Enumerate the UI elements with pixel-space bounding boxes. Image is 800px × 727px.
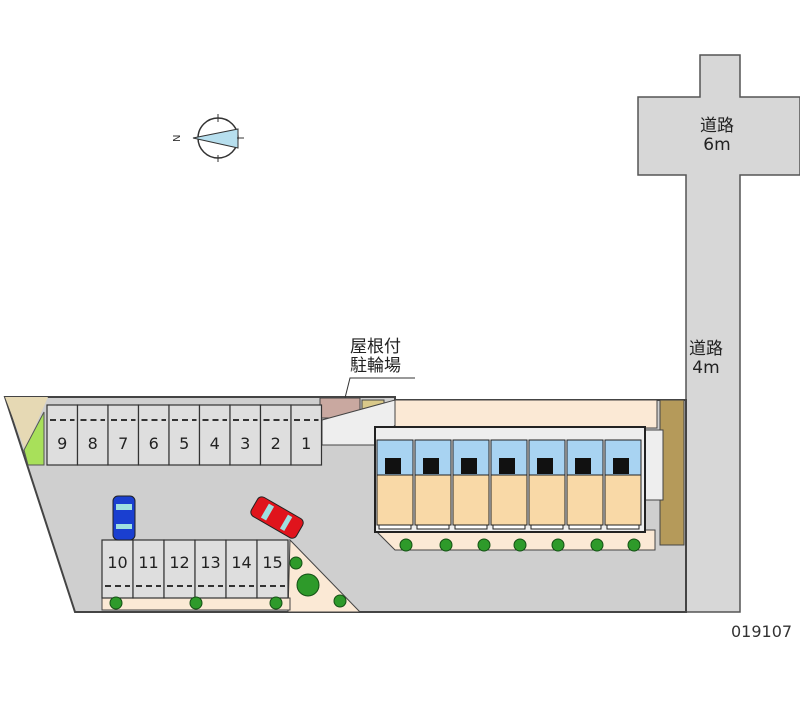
parking-space-number: 1 [301,434,311,453]
tree-icon [513,538,527,552]
parking-space-number: 5 [179,434,189,453]
trees [109,538,641,610]
tree-icon [269,596,283,610]
parking-space: 3 [229,404,262,466]
road-4m-label: 道路 4m [689,340,723,378]
tree-icon [439,538,453,552]
apartment-unit [414,439,452,530]
tree-icon [109,596,123,610]
parking-space-number: 12 [169,553,189,572]
parking-space-number: 15 [262,553,282,572]
stairs [644,429,664,501]
apartment-unit [490,439,528,530]
walkway [394,399,658,429]
apartment-building [374,426,646,533]
tree-icon [399,538,413,552]
road-name: 道路 [689,339,723,359]
parking-row-top: 9 8 7 6 5 4 3 2 1 [46,404,323,466]
parking-space-number: 3 [240,434,250,453]
paving [659,399,685,546]
parking-space: 8 [76,404,109,466]
tree-icon [477,538,491,552]
apartment-unit [452,439,490,530]
parking-space: 14 [225,539,258,599]
road-width: 4m [692,358,720,378]
parking-space: 13 [194,539,227,599]
parking-space: 12 [163,539,196,599]
road-6m-label: 道路 6m [700,117,734,155]
parking-space-number: 2 [271,434,281,453]
car-red [250,496,304,539]
parking-space: 15 [256,539,289,599]
road-name: 道路 [700,116,734,136]
apartment-unit [528,439,566,530]
parking-space: 6 [137,404,170,466]
parking-space-number: 14 [231,553,251,572]
parking-space-number: 10 [107,553,127,572]
tree-icon [189,596,203,610]
parking-space-number: 4 [210,434,220,453]
compass-icon [192,114,244,162]
grass-area [23,411,45,466]
apartment-unit [376,439,414,530]
apartment-unit [604,439,642,530]
tree-icon [289,556,303,570]
parking-row-bottom: 10 11 12 13 14 15 [101,539,289,599]
bike-shelter-line2: 駐輪場 [350,356,401,376]
parking-space: 4 [198,404,231,466]
sand-area [5,397,48,450]
parking-space-number: 11 [138,553,158,572]
bike-shelter-line1: 屋根付 [350,337,401,357]
parking-space-number: 13 [200,553,220,572]
parking-space: 5 [168,404,201,466]
shrub-icon [296,573,320,597]
tree-icon [627,538,641,552]
parking-space: 9 [46,404,79,466]
parking-space-number: 9 [57,434,67,453]
apartment-unit [566,439,604,530]
parking-space: 1 [290,404,323,466]
parking-space: 10 [101,539,134,599]
property-code: 019107 [731,622,793,641]
parking-space: 7 [107,404,140,466]
bike-shelter-label: 屋根付 駐輪場 [350,338,401,376]
parking-space-number: 6 [149,434,159,453]
tree-icon [333,594,347,608]
road-width: 6m [703,135,731,155]
parking-space-number: 8 [88,434,98,453]
parking-space: 2 [259,404,292,466]
parking-space: 11 [132,539,165,599]
north-label: N [172,135,183,142]
car-blue [112,495,136,541]
road-6m [637,54,800,613]
tree-icon [590,538,604,552]
tree-icon [551,538,565,552]
parking-space-number: 7 [118,434,128,453]
